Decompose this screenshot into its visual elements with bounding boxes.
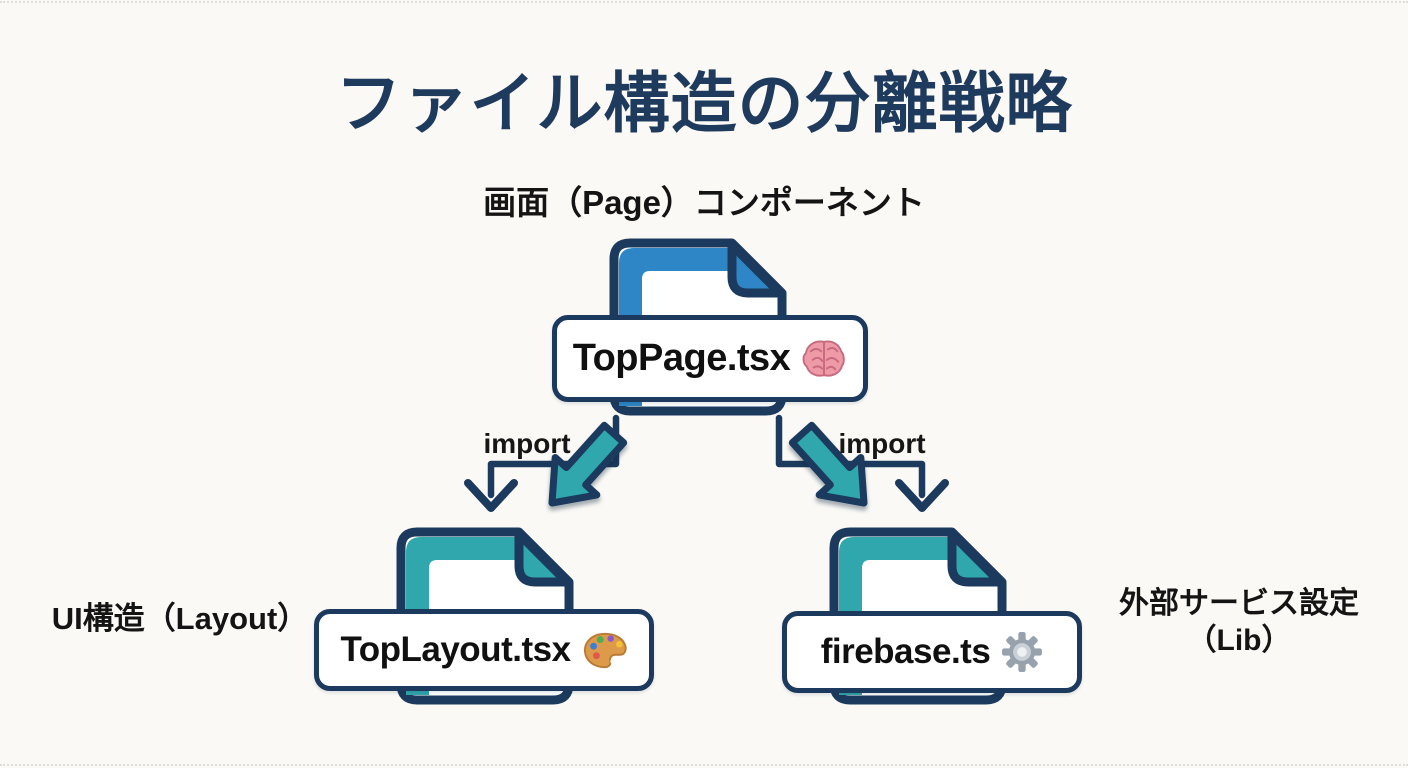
file-name: TopPage.tsx (572, 337, 791, 379)
file-label-toplayout: TopLayout.tsx (314, 609, 654, 691)
folded-corner (947, 529, 1005, 587)
folded-corner (514, 529, 572, 587)
lib-node-caption: 外部サービス設定 （Lib） (1093, 585, 1385, 659)
left-arrowhead-icon (464, 479, 518, 512)
import-label-right: import (838, 428, 926, 459)
gear-icon (1002, 632, 1043, 672)
layout-node-caption: UI構造（Layout） (51, 601, 309, 636)
file-name: TopLayout.tsx (340, 630, 571, 669)
folded-corner (727, 240, 785, 298)
brain-icon (802, 339, 846, 377)
right-arrowhead-icon (895, 479, 949, 512)
file-label-toppage: TopPage.tsx (552, 315, 868, 402)
palette-icon (583, 632, 627, 669)
lib-caption-line2: （Lib） (1186, 624, 1292, 657)
file-label-firebase: firebase.ts (782, 611, 1082, 693)
import-label-left: import (483, 428, 571, 459)
page-node-caption: 画面（Page）コンポーネント (483, 184, 925, 221)
right-import-arrow-icon (788, 421, 868, 507)
file-name: firebase.ts (820, 632, 991, 671)
lib-caption-line1: 外部サービス設定 (1119, 587, 1359, 620)
bottom-edge-artifact-line (0, 764, 1408, 766)
left-import-arrow-icon (548, 421, 628, 507)
top-edge-artifact-line (0, 1, 1408, 3)
page-title: ファイル構造の分離戦略 (335, 66, 1073, 140)
